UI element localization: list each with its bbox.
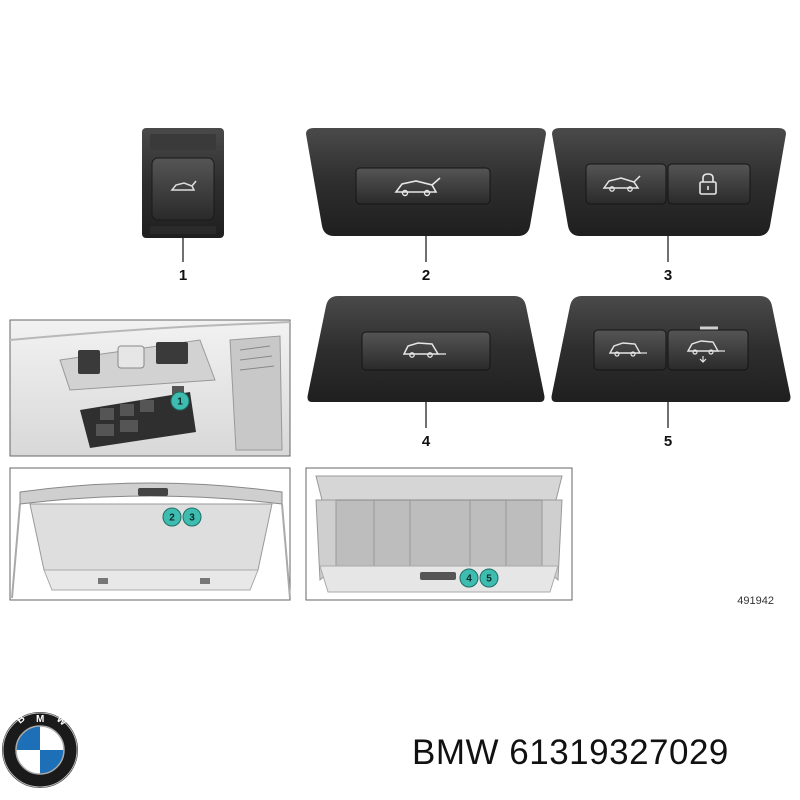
callout-badge-2 [162, 507, 182, 527]
tailgate-close-lower-icon [686, 340, 725, 363]
svg-text:M: M [36, 714, 44, 725]
part-1-switch [142, 128, 224, 238]
part-3-panel [552, 128, 786, 236]
part-number: 61319327029 [509, 733, 729, 772]
badge-group-door: 1 [170, 391, 190, 411]
part-4-panel [307, 296, 545, 402]
lock-icon [699, 173, 717, 195]
callout-badge-label-3: 3 [189, 513, 195, 524]
callout-badge-label-1: 1 [177, 397, 183, 408]
bmw-logo: B M W [2, 712, 78, 788]
callout-5: 5 [664, 433, 672, 450]
callout-badge-3 [182, 507, 202, 527]
callout-badge-1 [170, 391, 190, 411]
callout-3: 3 [664, 267, 672, 284]
part-5-panel [551, 296, 791, 402]
callout-1: 1 [179, 267, 187, 284]
tailgate-close-icon [608, 342, 647, 357]
drawing-number: 491942 [737, 595, 774, 607]
tailgate-open-icon [170, 180, 197, 191]
tailgate-close-icon [402, 342, 446, 358]
tailgate-open-icon [394, 177, 441, 197]
detail-tailgate-open [9, 467, 291, 601]
callout-badge-5 [479, 568, 499, 588]
brand-name: BMW [412, 733, 500, 772]
callout-badge-label-4: 4 [466, 574, 472, 585]
tailgate-open-icon [602, 175, 641, 192]
detail-door-panel [9, 319, 291, 457]
callout-2: 2 [422, 267, 430, 284]
callout-4: 4 [422, 433, 431, 450]
callout-badge-label-5: 5 [486, 574, 492, 585]
part-label: BMW 61319327029 [412, 733, 729, 773]
detail-tailgate-interior [305, 467, 573, 601]
callout-badge-4 [459, 568, 479, 588]
callout-badge-label-2: 2 [169, 513, 175, 524]
part-2-panel [306, 128, 546, 236]
